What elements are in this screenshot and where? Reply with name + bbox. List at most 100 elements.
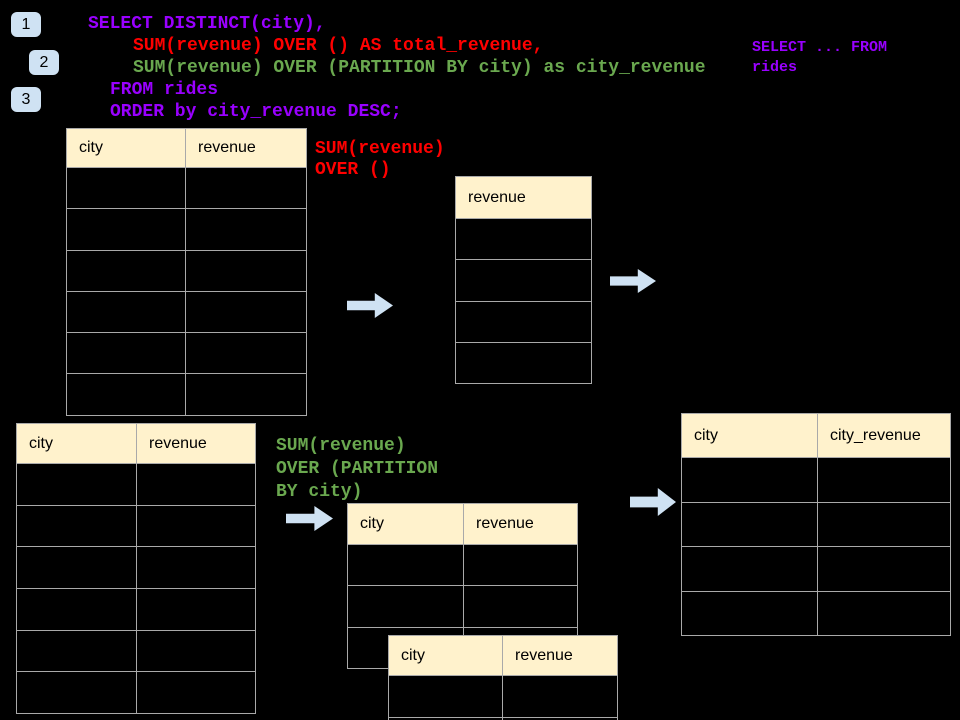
table-cell <box>347 585 464 628</box>
table-row <box>681 546 951 592</box>
column-header: city <box>347 503 464 545</box>
column-header: city <box>66 128 186 168</box>
table-row <box>16 629 256 673</box>
table-cell <box>185 166 307 210</box>
table-cell <box>185 290 307 334</box>
table-row <box>455 217 592 261</box>
table-cell <box>347 543 464 587</box>
table-cell <box>66 208 186 251</box>
table-row <box>16 546 256 590</box>
column-header: city <box>16 423 137 464</box>
table-cell <box>455 259 592 302</box>
annotation-line: OVER (PARTITION <box>276 459 439 479</box>
column-header: revenue <box>502 635 618 676</box>
table-row <box>66 208 307 251</box>
table-cell <box>455 217 592 261</box>
table-cell <box>681 457 818 503</box>
table-cell <box>817 546 951 592</box>
sql-line-order: ORDER by city_revenue DESC; <box>110 102 402 122</box>
table-row <box>66 373 307 416</box>
annotation-line: SUM(revenue) <box>276 436 406 456</box>
table-cell <box>136 629 256 673</box>
column-header: revenue <box>136 423 256 464</box>
table-cell <box>16 504 137 548</box>
table-total-revenue-result: revenue <box>455 176 592 385</box>
table-cell <box>455 300 592 343</box>
table-row <box>388 675 618 718</box>
table-row <box>455 300 592 343</box>
table-row <box>16 588 256 631</box>
annotation-line: OVER () <box>315 160 391 180</box>
table-cell <box>185 332 307 375</box>
sql-line-select: SELECT DISTINCT(city), <box>88 14 326 34</box>
table-cell <box>16 629 137 673</box>
note-line-1: SELECT ... FROM <box>752 39 888 56</box>
table-header-row: revenue <box>455 176 592 219</box>
table-cell <box>463 543 578 587</box>
sql-line-city-revenue: SUM(revenue) OVER (PARTITION BY city) as… <box>133 58 706 78</box>
table-cell <box>681 546 818 592</box>
annotation-line: SUM(revenue) <box>315 139 445 159</box>
column-header: revenue <box>455 176 592 219</box>
step-badge-3: 3 <box>11 87 41 112</box>
table-cell <box>136 463 256 506</box>
flow-arrow-total <box>347 293 393 318</box>
table-grid: revenue <box>455 176 592 385</box>
table-cell <box>66 290 186 334</box>
table-cell <box>136 588 256 631</box>
table-cell <box>455 341 592 385</box>
table-cell <box>817 501 951 547</box>
table-cell <box>16 546 137 590</box>
table-row <box>681 501 951 547</box>
table-cell <box>502 675 618 718</box>
table-row <box>16 504 256 548</box>
table-row <box>66 249 307 292</box>
table-cell <box>66 373 186 416</box>
sql-line-total-revenue: SUM(revenue) OVER () AS total_revenue, <box>133 36 544 56</box>
table-row <box>455 259 592 302</box>
table-cell <box>388 675 503 718</box>
table-row <box>66 166 307 210</box>
table-row <box>455 341 592 385</box>
table-row <box>66 332 307 375</box>
table-cell <box>136 546 256 590</box>
table-cell <box>463 585 578 628</box>
table-cell <box>66 166 186 210</box>
step-badge-2: 2 <box>29 50 59 75</box>
column-header: city_revenue <box>817 413 951 458</box>
column-header: city <box>681 413 818 458</box>
table-cell <box>502 717 618 720</box>
sql-line-from: FROM rides <box>110 80 219 100</box>
table-row <box>347 585 578 628</box>
table-row <box>347 543 578 587</box>
column-header: revenue <box>463 503 578 545</box>
table-cell <box>185 249 307 292</box>
step-badge-1: 1 <box>11 12 41 37</box>
table-cell <box>681 590 818 636</box>
column-header: revenue <box>185 128 307 168</box>
table-cell <box>66 249 186 292</box>
table-cell <box>16 463 137 506</box>
table-row <box>388 717 618 720</box>
table-cell <box>185 373 307 416</box>
flow-arrow-partition <box>286 506 333 531</box>
table-cell <box>16 671 137 715</box>
table-cell <box>185 208 307 251</box>
table-cell <box>136 504 256 548</box>
table-cell <box>16 588 137 631</box>
table-cell <box>136 671 256 715</box>
flow-arrow-partition-result <box>630 488 676 516</box>
annotation-line: BY city) <box>276 482 363 502</box>
